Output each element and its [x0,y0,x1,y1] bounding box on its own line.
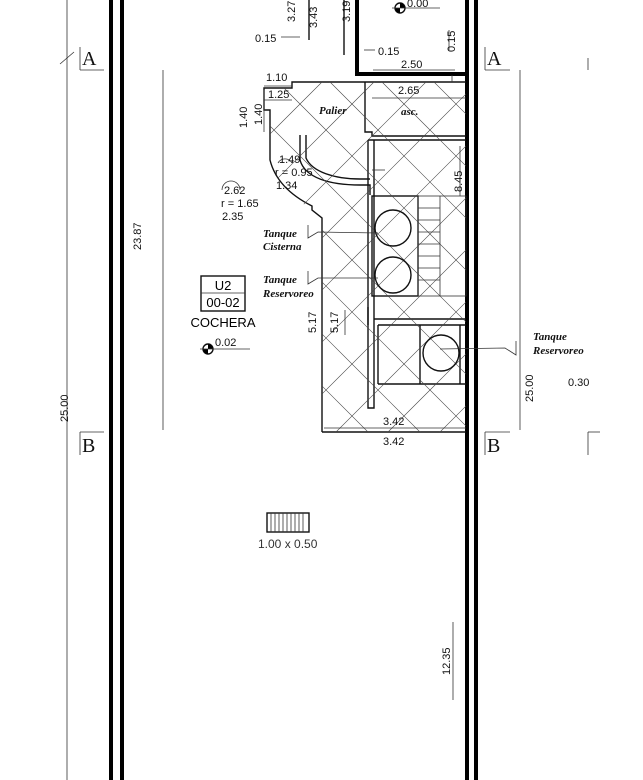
hatch-line [431,82,466,432]
hatch-line [536,80,643,440]
level-room-text: 0.00 [407,0,428,10]
dim-343: 3.43 [308,7,320,28]
dim-140a: 1.40 [238,107,250,128]
grille-icon [266,512,310,533]
dim-2500-right: 25.00 [524,374,536,402]
room-palier: Palier [319,105,347,117]
curve-r1: 1.49 [279,154,300,166]
hatch-line [484,80,643,440]
hatch-line [484,80,643,440]
dimension-ticks [79,30,600,700]
tank-right-label-2: Reservoreo [532,345,584,357]
dim-140b: 1.40 [253,104,265,125]
dim-125: 1.25 [268,89,289,101]
dim-517a: 5.17 [307,312,319,333]
grille-label: 1.00 x 0.50 [258,537,318,551]
dim-015-right: 0.15 [446,31,458,52]
hatch-line [264,82,466,432]
top-room [308,0,469,76]
curve-arc-1 [277,158,293,164]
dim-2387: 23.87 [132,222,144,250]
tanks [374,209,460,372]
dim-015-left: 0.15 [255,33,276,45]
tank-reservoreo-label-2: Reservoreo [262,288,314,300]
dim-2500-left: 25.00 [59,394,71,422]
unit-number: 00-02 [206,295,239,310]
hatch-line [264,82,325,432]
dim-110: 1.10 [266,72,287,84]
dim-1235: 12.35 [441,647,453,675]
tank-right [422,334,460,372]
hatch-line [536,80,643,440]
tank-leaders [307,225,517,356]
hatch-line [264,82,325,432]
curve-r2: 2.62 [224,185,245,197]
hatch-line [379,82,466,432]
curve-r2-bottom: 2.35 [222,211,243,223]
tank-cisterna-label-2: Cisterna [263,241,302,253]
hatch-line [431,82,466,432]
hatch-line [327,82,466,432]
tank-reservoreo-label-1: Tanque [263,274,297,286]
hatch-line [264,82,429,432]
hatch-line [275,82,466,432]
hatch-line [588,80,643,440]
hatch-line [379,82,466,432]
hatch-line [264,82,273,432]
curve-r2-label: r = 1.65 [221,198,259,210]
hatch-line [588,80,643,440]
level-garage-text: 0.02 [215,337,236,349]
dim-265: 2.65 [398,85,419,97]
room-asc: asc. [401,106,418,118]
tank-right-label-1: Tanque [533,331,567,343]
dim-319: 3.19 [341,1,353,22]
dim-342a: 3.42 [383,416,404,428]
dim-517b: 5.17 [329,312,341,333]
left-dimension-lines [59,0,521,780]
tank-reservoreo [374,256,412,294]
stair-core [263,81,467,433]
curve-arc-2 [221,180,241,191]
section-a-left: A [82,48,97,70]
curve-r1-bottom: 1.34 [276,180,297,192]
section-b-left: B [82,435,95,457]
section-b-right: B [487,435,500,457]
hatch-line [327,82,466,432]
tank-cisterna [374,209,412,247]
dim-015-mid: 0.15 [378,46,399,58]
dim-030: 0.30 [568,377,589,389]
level-marker-room: 0.00 [392,0,440,14]
dim-342b: 3.42 [383,436,404,448]
tank-cisterna-label-1: Tanque [263,228,297,240]
unit-name: COCHERA [190,315,255,330]
hatch-line [264,82,273,432]
unit-tag [200,275,246,312]
dim-250: 2.50 [401,59,422,71]
dim-327: 3.27 [286,1,298,22]
level-marker-garage: 0.02 [200,337,250,355]
hatch-line [264,82,377,432]
hatch-line [264,82,429,432]
curve-r1-label: r = 0.95 [275,167,313,179]
unit-code: U2 [215,278,232,293]
dim-845: 8.45 [453,171,465,192]
section-a-right: A [487,48,502,70]
